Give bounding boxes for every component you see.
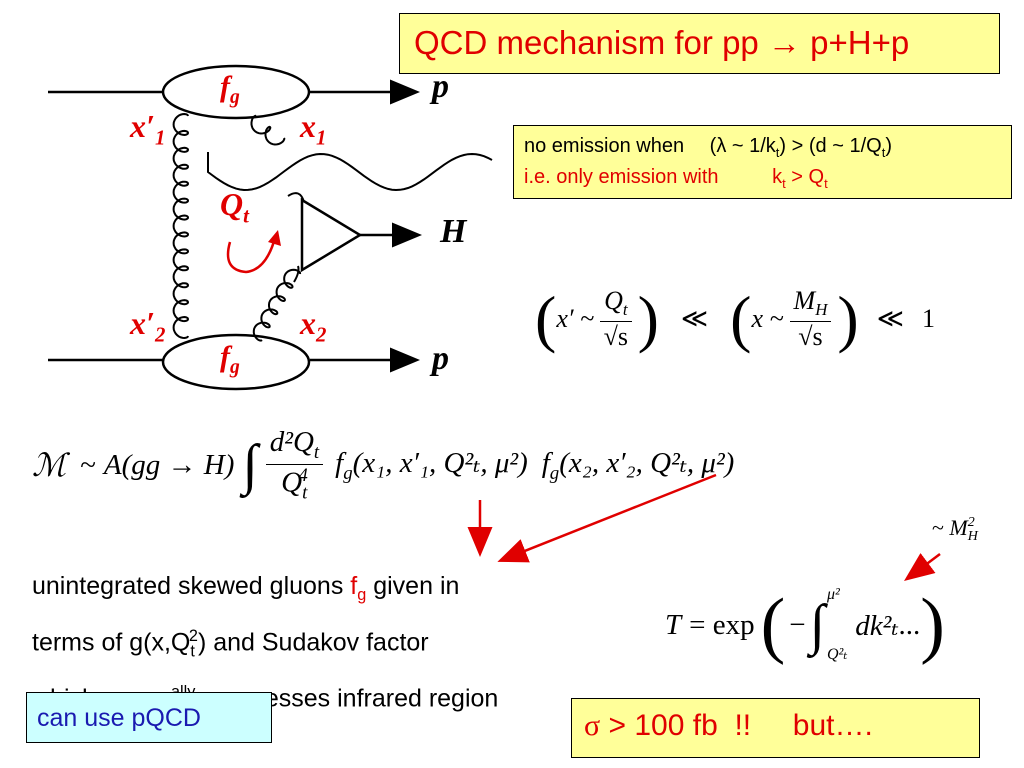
label-x2: x2 <box>300 305 327 347</box>
label-p-top: p <box>432 68 449 105</box>
fg-factor-2: fg(x₂, x′₂, Q²ₜ, μ²) <box>541 447 735 484</box>
gluon-explanation-line2: terms of g(x,Qt2) and Sudakov factor <box>32 627 429 661</box>
scale-hierarchy-formula: ( x′ ~ Qt √s ) ≪ ( x ~ MH √s ) ≪ 1 <box>535 283 935 354</box>
cross-section-text: σ > 100 fb !! but…. <box>584 709 873 742</box>
emission-note-box: no emission when (λ ~ 1/kt) > (d ~ 1/Qt)… <box>513 125 1012 199</box>
emission-note-line1: no emission when (λ ~ 1/kt) > (d ~ 1/Qt) <box>524 135 892 160</box>
label-higgs: H <box>440 213 467 250</box>
fg-factor-1: fg(x₁, x′₁, Q²ₜ, μ²) <box>335 447 528 484</box>
emission-note-line2: i.e. only emission with kt > Qt <box>524 166 828 191</box>
gluon-bottom-right <box>252 268 302 342</box>
title-box: QCD mechanism for pp → p+H+p <box>399 13 1000 74</box>
amplitude-formula: ℳ ~ A(gg → H) ∫ d²Qt Qt4 fg(x₁, x′₁, Q²ₜ… <box>32 425 735 504</box>
higgs-vertex <box>300 197 363 273</box>
gluon-top-right <box>250 114 286 146</box>
gluon-left <box>172 112 190 340</box>
label-p-bottom: p <box>432 340 449 377</box>
sudakov-formula: T = exp ( − ∫ μ² Q²ₜ dk²ₜ... ) <box>665 584 945 666</box>
label-x2-prime: x′2 <box>130 305 166 347</box>
label-fg-bottom: fg <box>220 340 240 378</box>
feynman-diagram <box>48 64 493 391</box>
radiation-wave <box>207 152 493 192</box>
page-title: QCD mechanism for pp → p+H+p <box>414 24 910 61</box>
qt-loop-arrowhead <box>268 230 281 246</box>
label-qt: Qt <box>220 186 249 228</box>
label-fg-top: fg <box>220 70 240 108</box>
gluon-stub-top <box>287 192 305 203</box>
cross-section-box: σ > 100 fb !! but…. <box>571 698 980 758</box>
qt-loop-arrow <box>226 237 277 274</box>
fg-blob-top <box>161 64 311 120</box>
fg-blob-bottom <box>161 333 311 391</box>
arrow-to-mu <box>904 553 941 581</box>
label-x1-prime: x′1 <box>130 108 166 150</box>
gluon-explanation-line1: unintegrated skewed gluons fg given in <box>32 572 460 604</box>
label-x1: x1 <box>300 108 327 150</box>
gluon-stub-bottom <box>293 265 300 283</box>
pqcd-note: can use pQCD <box>26 692 272 743</box>
arrow-to-fg-diag <box>497 473 717 563</box>
